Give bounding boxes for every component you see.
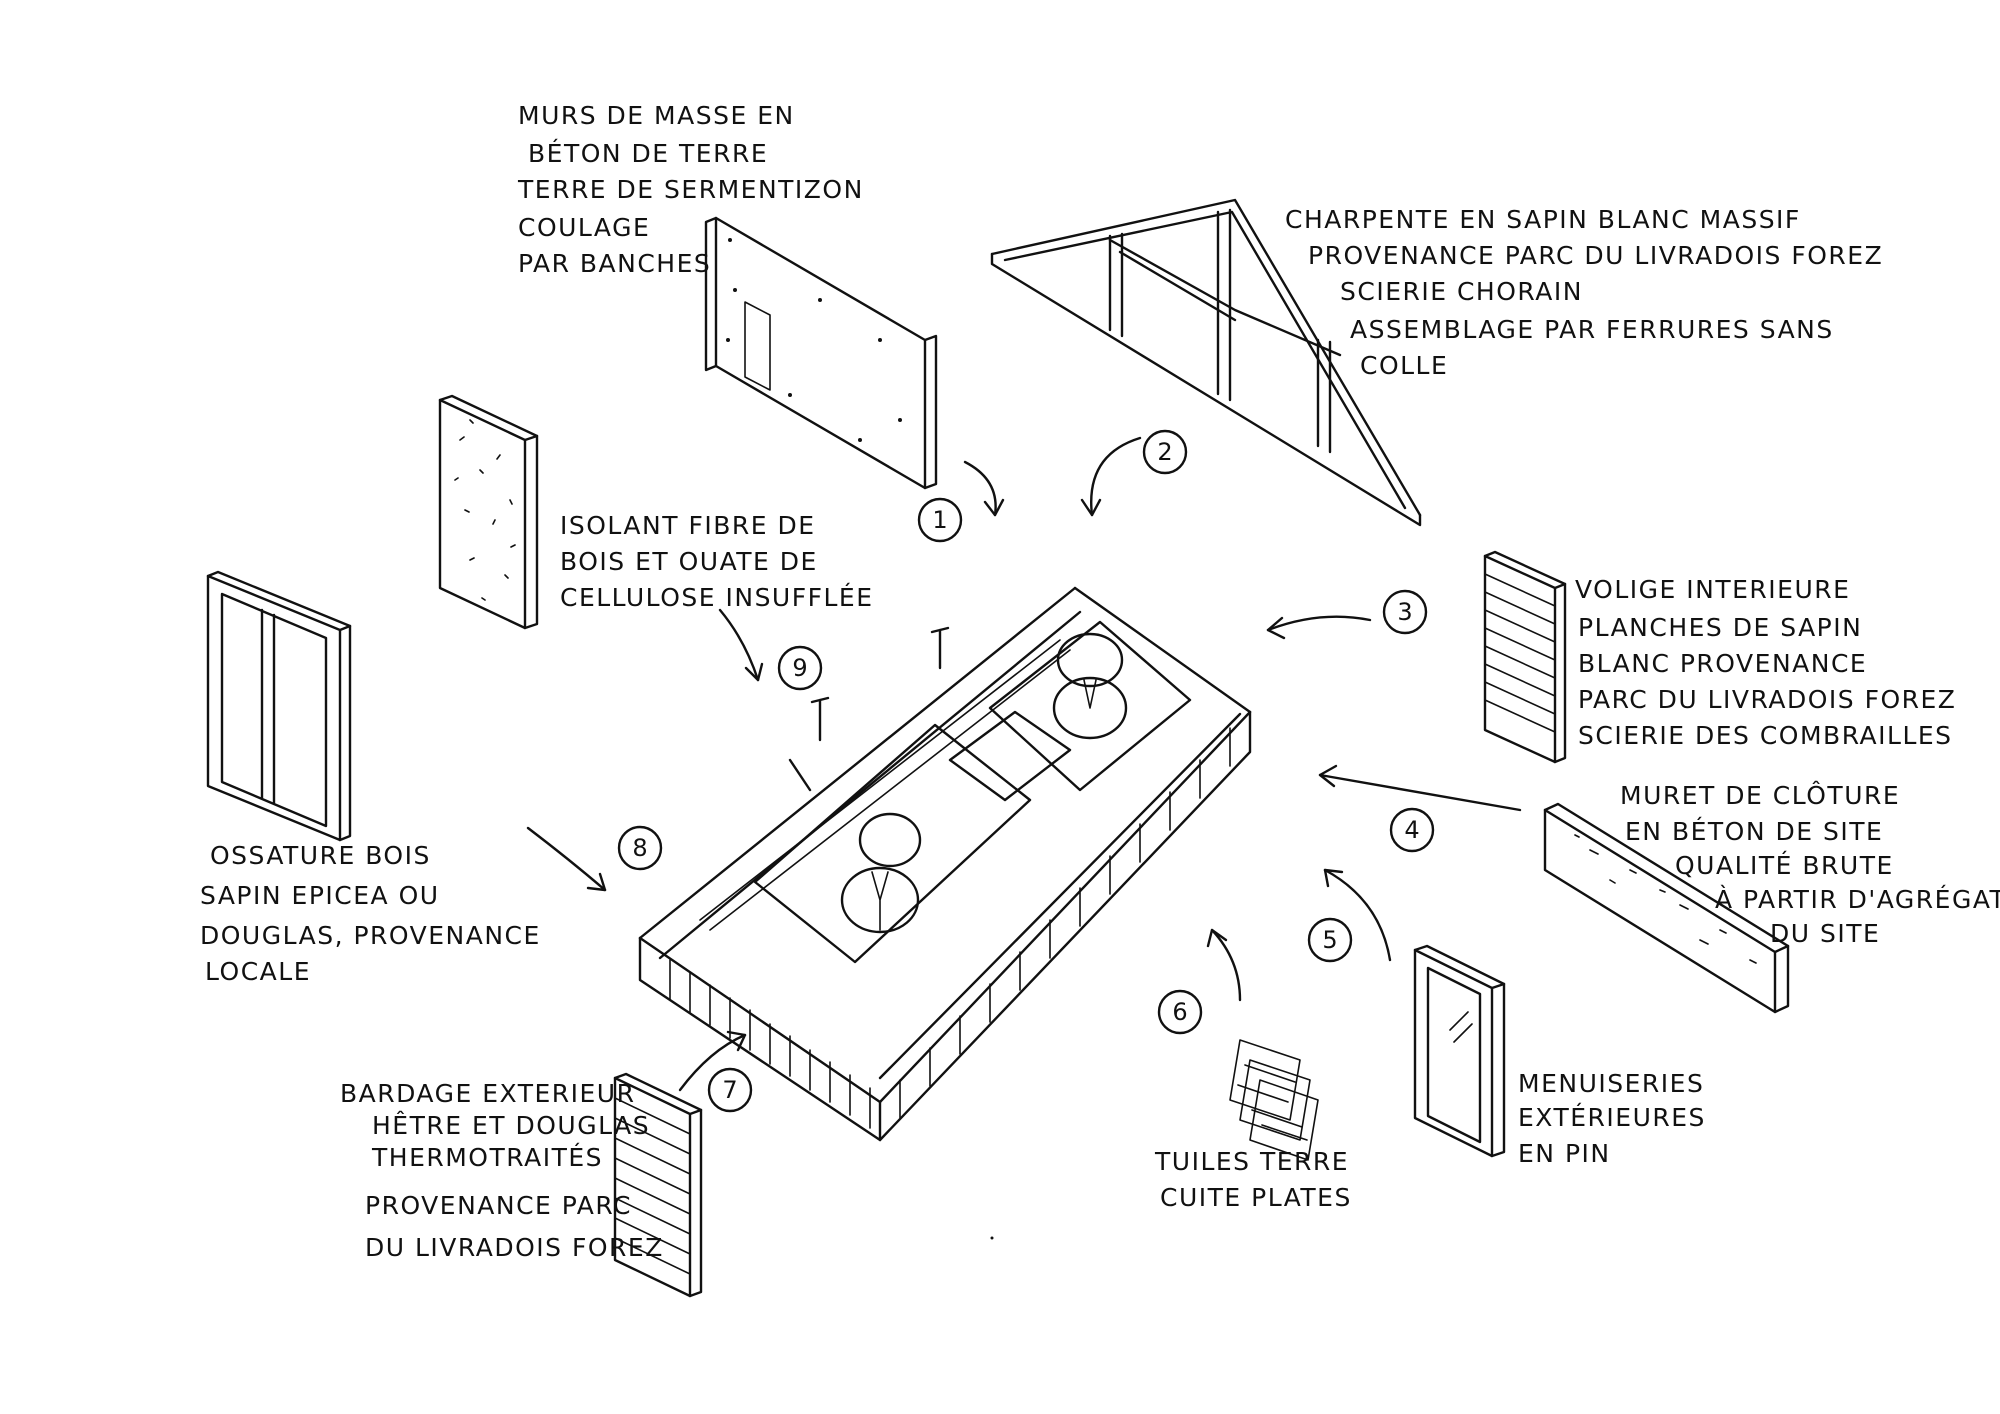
label-line: BLANC PROVENANCE bbox=[1578, 649, 1867, 678]
badge-5: 5 bbox=[1307, 917, 1353, 963]
badge-8: 8 bbox=[617, 825, 663, 871]
label-line: EXTÉRIEURES bbox=[1518, 1103, 1706, 1132]
label-line: CUITE PLATES bbox=[1160, 1183, 1352, 1212]
label-line: PLANCHES DE SAPIN bbox=[1578, 613, 1862, 642]
arrow-9 bbox=[718, 608, 764, 682]
exterior-window-panel bbox=[1413, 944, 1506, 1158]
badge-number: 7 bbox=[722, 1076, 737, 1104]
label-8-timber-frame: OSSATURE BOIS SAPIN EPICEA OU DOUGLAS, P… bbox=[200, 841, 541, 986]
label-3-interior-cladding: VOLIGE INTERIEURE PLANCHES DE SAPIN BLAN… bbox=[1575, 575, 1956, 750]
label-line: CELLULOSE INSUFFLÉE bbox=[560, 583, 874, 612]
label-line: LOCALE bbox=[205, 957, 311, 986]
label-9-insulation: ISOLANT FIBRE DE BOIS ET OUATE DE CELLUL… bbox=[560, 511, 874, 612]
badge-4: 4 bbox=[1389, 807, 1435, 853]
label-line: EN BÉTON DE SITE bbox=[1625, 817, 1883, 846]
label-line: MURS DE MASSE EN bbox=[518, 101, 795, 130]
badge-9: 9 bbox=[777, 645, 823, 691]
label-7-exterior-cladding: BARDAGE EXTERIEUR HÊTRE ET DOUGLAS THERM… bbox=[340, 1079, 664, 1262]
central-building-axonometric bbox=[638, 586, 1252, 1142]
badge-2: 2 bbox=[1142, 429, 1188, 475]
label-line: SAPIN EPICEA OU bbox=[200, 881, 440, 910]
badge-6: 6 bbox=[1157, 989, 1203, 1035]
badge-number: 5 bbox=[1322, 926, 1337, 954]
label-2-roof-structure: CHARPENTE EN SAPIN BLANC MASSIF PROVENAN… bbox=[1285, 205, 1883, 380]
insulation-panel bbox=[438, 394, 539, 630]
label-line: QUALITÉ BRUTE bbox=[1675, 851, 1894, 880]
label-line: PARC DU LIVRADOIS FOREZ bbox=[1578, 685, 1956, 714]
arrow-6 bbox=[1206, 928, 1242, 1002]
badge-number: 4 bbox=[1404, 816, 1419, 844]
badge-number: 9 bbox=[792, 654, 807, 682]
label-6-tiles: TUILES TERRE CUITE PLATES bbox=[1154, 1147, 1352, 1212]
arrow-7 bbox=[678, 1030, 747, 1092]
label-line: EN PIN bbox=[1518, 1139, 1611, 1168]
label-line: OSSATURE BOIS bbox=[210, 841, 431, 870]
label-line: TERRE DE SERMENTIZON bbox=[517, 175, 864, 204]
timber-frame-panel bbox=[206, 570, 352, 842]
label-line: BÉTON DE TERRE bbox=[528, 139, 768, 168]
exterior-cladding-panel bbox=[613, 1072, 703, 1298]
label-line: PROVENANCE PARC DU LIVRADOIS FOREZ bbox=[1308, 241, 1883, 270]
label-line: HÊTRE ET DOUGLAS bbox=[372, 1111, 650, 1140]
label-5-joinery: MENUISERIES EXTÉRIEURES EN PIN bbox=[1518, 1069, 1706, 1168]
label-line: À PARTIR D'AGRÉGATS bbox=[1715, 885, 2000, 914]
label-line: ISOLANT FIBRE DE bbox=[560, 511, 816, 540]
earth-wall-panel bbox=[704, 216, 938, 490]
label-line: COLLE bbox=[1360, 351, 1448, 380]
label-line: BARDAGE EXTERIEUR bbox=[340, 1079, 635, 1108]
label-line: BOIS ET OUATE DE bbox=[560, 547, 818, 576]
badge-number: 2 bbox=[1157, 438, 1172, 466]
arrow-8 bbox=[526, 826, 607, 892]
label-line: DU LIVRADOIS FOREZ bbox=[365, 1233, 664, 1262]
badge-number: 6 bbox=[1172, 998, 1187, 1026]
label-1-earth-walls: MURS DE MASSE EN BÉTON DE TERRE TERRE DE… bbox=[517, 101, 864, 278]
label-line: SCIERIE DES COMBRAILLES bbox=[1578, 721, 1953, 750]
label-line: DOUGLAS, PROVENANCE bbox=[200, 921, 541, 950]
badge-number: 1 bbox=[932, 506, 947, 534]
label-line: VOLIGE INTERIEURE bbox=[1575, 575, 1850, 604]
badge-1: 1 bbox=[917, 497, 963, 543]
interior-cladding-panel bbox=[1483, 550, 1567, 764]
arrow-2 bbox=[1080, 436, 1142, 517]
label-line: DU SITE bbox=[1770, 919, 1880, 948]
label-line: ASSEMBLAGE PAR FERRURES SANS bbox=[1350, 315, 1834, 344]
arrow-4 bbox=[1318, 764, 1522, 812]
badge-number: 8 bbox=[632, 834, 647, 862]
arrow-5 bbox=[1323, 868, 1392, 962]
arrow-1 bbox=[963, 460, 1005, 517]
label-line: THERMOTRAITÉS bbox=[371, 1143, 603, 1172]
arrow-3 bbox=[1266, 615, 1372, 640]
roof-truss bbox=[990, 198, 1422, 527]
label-line: TUILES TERRE bbox=[1154, 1147, 1349, 1176]
badge-3: 3 bbox=[1382, 589, 1428, 635]
label-line: SCIERIE CHORAIN bbox=[1340, 277, 1583, 306]
label-line: COULAGE bbox=[518, 213, 650, 242]
label-4-garden-wall: MURET DE CLÔTURE EN BÉTON DE SITE QUALIT… bbox=[1620, 780, 2000, 948]
label-line: MURET DE CLÔTURE bbox=[1620, 780, 1900, 810]
badge-7: 7 bbox=[707, 1067, 753, 1113]
badge-number: 3 bbox=[1397, 598, 1412, 626]
label-line: CHARPENTE EN SAPIN BLANC MASSIF bbox=[1285, 205, 1801, 234]
label-line: PROVENANCE PARC bbox=[365, 1191, 632, 1220]
label-line: MENUISERIES bbox=[1518, 1069, 1704, 1098]
stray-ink-dot bbox=[990, 1236, 994, 1240]
concrete-wall-panel bbox=[1543, 802, 1790, 1014]
label-line: PAR BANCHES bbox=[518, 249, 711, 278]
clay-tiles-stack bbox=[1229, 1039, 1319, 1161]
